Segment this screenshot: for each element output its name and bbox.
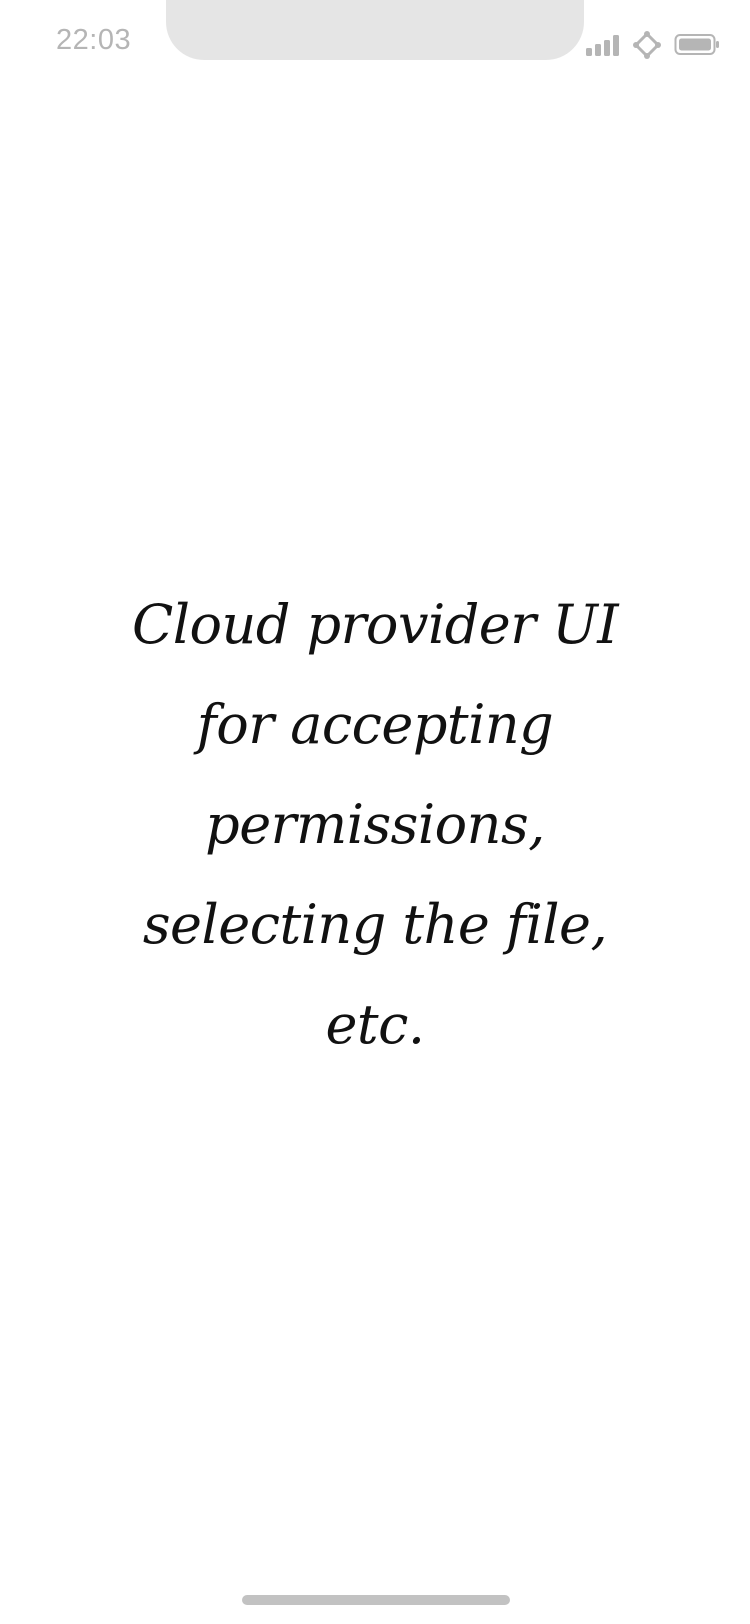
battery-icon [674,33,720,57]
placeholder-message: Cloud provider UI for accepting permissi… [131,593,619,1056]
home-indicator[interactable] [242,1595,510,1605]
status-bar: 22:03 [0,0,750,90]
location-icon [632,30,662,60]
cellular-signal-icon [584,33,620,57]
status-time: 22:03 [56,24,132,56]
status-icons [584,30,720,60]
device-notch [166,0,584,60]
